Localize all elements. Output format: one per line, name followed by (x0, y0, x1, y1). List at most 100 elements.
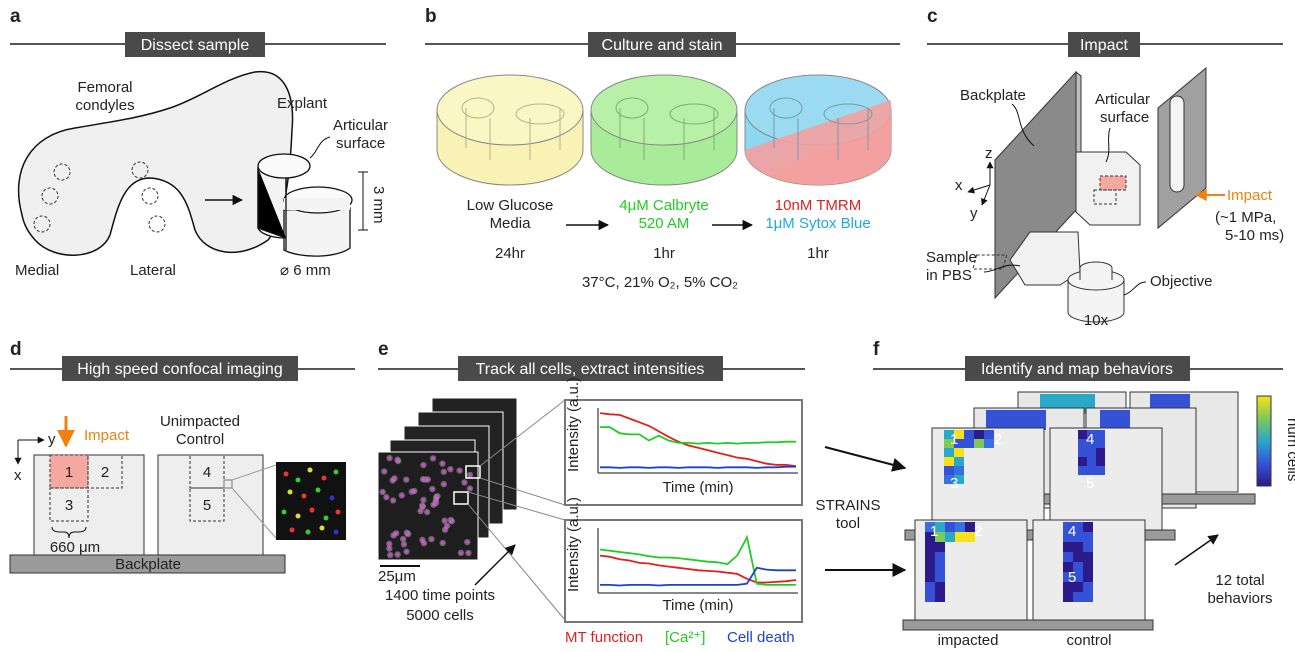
heat-cell (1073, 522, 1083, 532)
panel-a: a Dissect sample Femoral condyles Medial… (10, 6, 388, 279)
impact-d-label: Impact (84, 427, 130, 444)
cell-marker (420, 503, 424, 508)
step2-line1: 4μM Calbryte (619, 197, 709, 214)
region-f-mid-5: 5 (1086, 475, 1094, 492)
heat-cell (1083, 552, 1093, 562)
strains-1: STRAINS (815, 497, 880, 514)
colorbar-label: num cells (1284, 418, 1295, 481)
explant-cylinder (257, 153, 353, 257)
cell-marker (388, 553, 392, 557)
heat-cell (944, 430, 954, 439)
cell-marker (391, 533, 396, 537)
region-f-1: 1 (930, 523, 938, 540)
heat-cell (964, 439, 974, 448)
conditions-label: 37°C, 21% O₂, 5% CO₂ (582, 274, 738, 291)
heat-cell (1063, 532, 1073, 542)
heat-cell (1083, 562, 1093, 572)
chart-bottom-xlabel: Time (min) (662, 597, 733, 614)
chart-bottom-ylabel: Intensity (a.u.) (565, 497, 582, 592)
chart-bottom-series-2 (600, 566, 796, 587)
chart-top-series-0 (599, 412, 797, 467)
heat-cell (925, 572, 935, 582)
cell-marker (434, 501, 438, 505)
unimpacted-2: Control (176, 431, 224, 448)
heat-cell (954, 466, 964, 475)
heat-cell (925, 552, 935, 562)
header-impact-text: Impact (1080, 37, 1129, 54)
step1-time: 24hr (495, 245, 525, 262)
heat-cell (944, 475, 954, 484)
height-label: 3 mm (370, 186, 387, 224)
chart-top: Intensity (a.u.) Time (min) (565, 377, 798, 496)
heat-cell (1087, 466, 1096, 475)
magnification-label: 10x (1084, 312, 1109, 329)
strains-2: tool (836, 515, 860, 532)
region-d-4: 4 (203, 464, 211, 481)
header-dissect (125, 32, 265, 57)
heat-cell (964, 430, 974, 439)
heat-cell (1078, 466, 1087, 475)
heat-cell (935, 562, 945, 572)
heat-cell (935, 592, 945, 602)
chart-top-series-1 (600, 426, 796, 445)
panel-b: b Culture and stain Low Glucose Me (425, 6, 900, 291)
chart-top-xlabel: Time (min) (662, 479, 733, 496)
heat-cell (935, 572, 945, 582)
region-d-1: 1 (65, 464, 73, 481)
step3-line2: 1μM Sytox Blue (765, 215, 870, 232)
control-label: control (1066, 632, 1111, 649)
heat-cell (944, 457, 954, 466)
impact-params-1: (~1 MPa, (1215, 209, 1276, 226)
cell-marker (421, 463, 426, 467)
cell-marker (448, 467, 452, 471)
heat-cell (1063, 562, 1073, 572)
heat-cell (1087, 430, 1096, 439)
cell-marker (418, 509, 423, 513)
heat-cell (935, 522, 945, 532)
step3-time: 1hr (807, 245, 829, 262)
heat-cell (1096, 430, 1105, 439)
region-f-5: 5 (1068, 569, 1076, 586)
region-d-3: 3 (65, 497, 73, 514)
cell-marker (459, 551, 463, 555)
tracked-cells (379, 454, 474, 559)
unimpacted-1: Unimpacted (160, 413, 240, 430)
legend-mt: MT function (565, 629, 643, 646)
region-f-mid-2: 2 (994, 431, 1002, 448)
axis-x: x (955, 177, 963, 194)
cell-marker (468, 486, 472, 491)
lateral-label: Lateral (130, 262, 176, 279)
panel-letter-d: d (10, 339, 22, 360)
dish-calbryte (590, 74, 738, 186)
cell-marker (404, 550, 409, 554)
header-track-text: Track all cells, extract intensities (476, 361, 705, 378)
panel-letter-e: e (378, 339, 389, 360)
heat-cell (954, 475, 964, 484)
cell-marker (401, 537, 405, 541)
heat-cell (1096, 439, 1105, 448)
region-d-2: 2 (101, 464, 109, 481)
cell-marker (443, 519, 447, 523)
heat-cell (1083, 572, 1093, 582)
panel-letter-c: c (927, 6, 938, 27)
sample-1: Sample (926, 249, 977, 266)
heat-cell (955, 532, 965, 542)
heat-cell (1073, 582, 1083, 592)
impact-c-label: Impact (1227, 187, 1273, 204)
map-middle: 1 2 3 4 5 (904, 427, 1176, 541)
explant-label: Explant (277, 95, 328, 112)
cell-marker (466, 551, 470, 555)
header-behaviors-text: Identify and map behaviors (981, 361, 1173, 378)
heat-cell (974, 430, 984, 439)
cell-marker (431, 456, 435, 461)
panel-f: f Identify and map behaviors STRAINS too… (815, 339, 1295, 649)
heat-cell (1083, 532, 1093, 542)
step2-line2: 520 AM (639, 215, 690, 232)
axis-d-y: y (48, 431, 56, 448)
heat-cell (954, 457, 964, 466)
heat-cell (1087, 439, 1096, 448)
heat-cell (954, 439, 964, 448)
cell-marker (443, 528, 447, 532)
scale-25: 25μm (378, 568, 416, 585)
cell-marker (462, 480, 467, 485)
